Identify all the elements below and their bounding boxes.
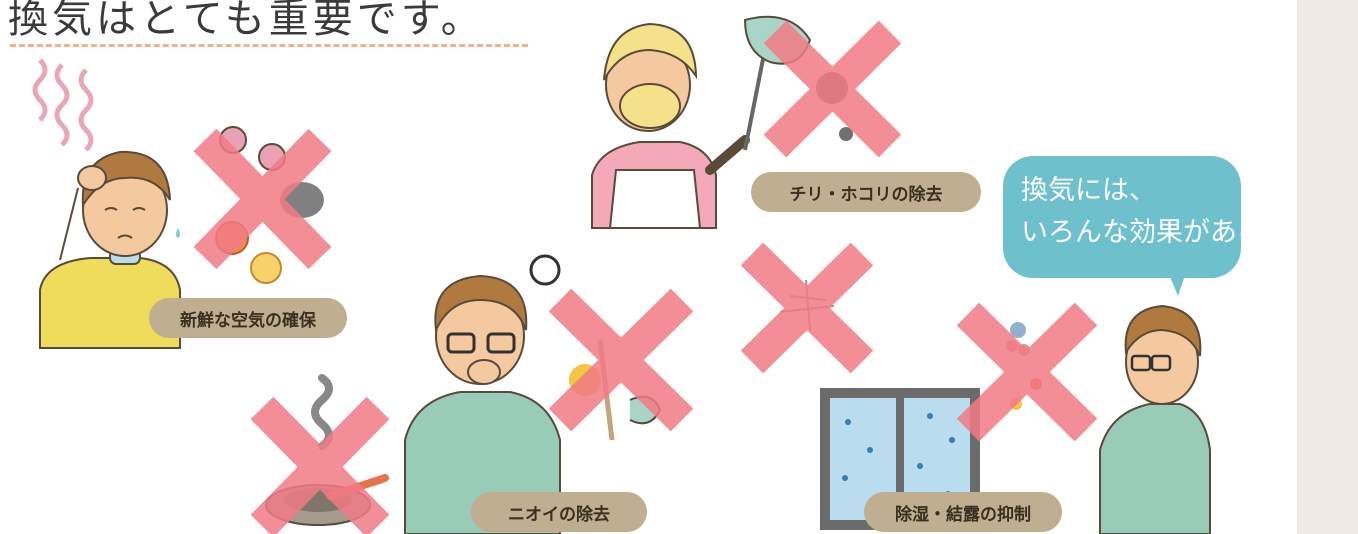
label-dehumidify: 除湿・結露の抑制: [864, 492, 1062, 532]
page-title: 換気はとても重要です。: [8, 0, 485, 42]
smoke-illustration: [250, 374, 390, 534]
speech-bubble: 換気には、 いろんな効果があるね: [1003, 156, 1291, 278]
odor-removal-illustration: [404, 254, 694, 534]
label-odor-removal: ニオイの除去: [471, 492, 647, 532]
title-underline: [10, 44, 528, 47]
label-dust-removal: チリ・ホコリの除去: [751, 172, 981, 212]
dust-removal-illustration: [591, 15, 902, 229]
speech-bubble-line-2: いろんな効果があるね: [1021, 217, 1291, 248]
observer-man-illustration: [1099, 304, 1211, 534]
speech-bubble-line-1: 換気には、: [1021, 175, 1156, 206]
speech-bubble-tail: [1168, 272, 1186, 296]
illustrations: [32, 15, 1211, 534]
side-panel: [1297, 0, 1358, 534]
fresh-air-illustration: [32, 58, 332, 349]
mold-illustration: [740, 242, 874, 374]
label-fresh-air: 新鮮な空気の確保: [149, 298, 347, 338]
